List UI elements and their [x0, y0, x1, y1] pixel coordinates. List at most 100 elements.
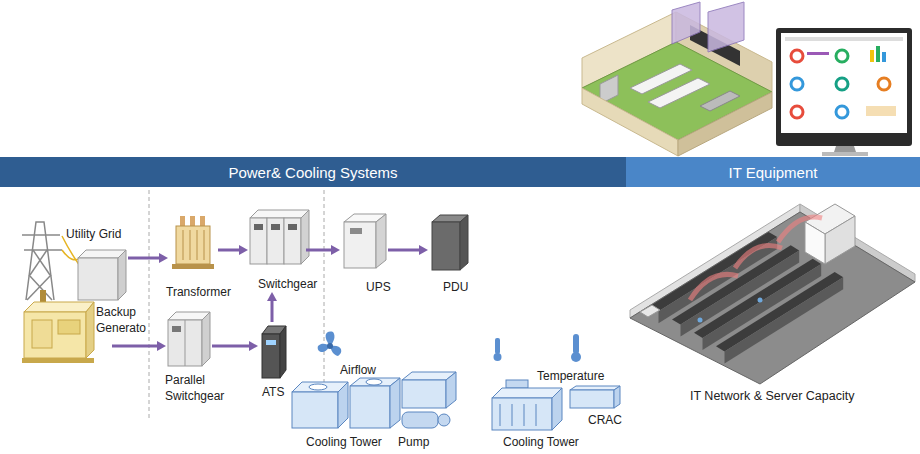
equipment-node: Parallel Switchgear	[166, 310, 212, 366]
flow-arrow	[267, 292, 277, 322]
tower-side	[552, 388, 562, 430]
tower-fan	[366, 379, 382, 385]
pylon-brace	[30, 250, 47, 275]
pylon-arm	[24, 249, 62, 251]
bushing	[200, 216, 205, 226]
separator-line	[149, 190, 150, 420]
part-label: Cooling Tower	[306, 434, 382, 450]
cabinet	[168, 320, 202, 366]
person	[758, 298, 763, 303]
crac-top	[570, 386, 620, 390]
rack-row	[716, 272, 843, 351]
section-band: IT Equipment	[626, 157, 920, 187]
cabinet-seam	[185, 320, 186, 366]
tower-louver	[512, 404, 513, 426]
equipment-node: PDU	[428, 214, 472, 270]
flow-arrow	[128, 253, 168, 263]
node-label: ATS	[262, 384, 284, 400]
pump-motor	[438, 414, 450, 426]
pylon-arm	[22, 234, 60, 236]
arrow-head	[159, 253, 168, 263]
node-label: Switchgear	[258, 276, 317, 292]
cabinet-side	[202, 312, 210, 366]
fin	[197, 230, 198, 260]
crac-side	[614, 386, 620, 408]
arrow-shaft	[112, 345, 158, 348]
generator-panel	[32, 320, 52, 348]
arrow-shaft	[212, 345, 250, 348]
gauge	[836, 78, 848, 90]
monitor-screen	[781, 33, 907, 133]
tower-louver	[500, 404, 501, 426]
cabinet-panel	[254, 224, 263, 230]
airflow-arc	[735, 246, 782, 269]
thermometer	[494, 334, 582, 362]
node-label: PDU	[443, 279, 468, 295]
fin	[204, 230, 205, 260]
part-label: Temperature	[537, 368, 604, 384]
rack-row	[725, 277, 844, 363]
cooling-tower	[350, 386, 390, 428]
gauge	[836, 106, 848, 118]
flow-arrow	[388, 245, 428, 255]
node-label: UPS	[366, 279, 391, 295]
monitor-stand	[834, 146, 856, 152]
tower-side	[390, 378, 400, 428]
generator-top	[24, 302, 94, 312]
cabinet	[267, 218, 284, 264]
fan-hub	[327, 343, 333, 349]
person	[698, 318, 703, 323]
band-title: IT Equipment	[729, 164, 818, 181]
part-label: IT Network & Server Capacity	[690, 388, 854, 404]
tower-side	[338, 382, 348, 428]
bar	[882, 52, 886, 62]
ups-panel	[350, 228, 362, 234]
arrow-head	[267, 292, 277, 301]
floating-panel	[708, 2, 744, 52]
equipment-node: Switchgear	[248, 206, 306, 292]
equipment-node: Backup Generato	[22, 290, 112, 364]
pdu	[432, 222, 460, 270]
hall-floor	[630, 212, 915, 384]
fan-icon	[318, 332, 342, 356]
arrow-shaft	[388, 249, 420, 252]
generator-base	[22, 358, 94, 363]
bar	[866, 106, 896, 116]
cabinet	[284, 218, 301, 264]
screen-header	[785, 37, 903, 41]
cooling-tower	[292, 392, 338, 428]
data-hall	[630, 204, 915, 384]
ups	[344, 222, 376, 268]
white-rack	[805, 222, 825, 264]
pylon-brace	[33, 250, 50, 275]
tower-louver	[524, 404, 525, 426]
tower-top	[492, 388, 562, 398]
airflow-arc	[690, 274, 738, 300]
equipment-node: UPS	[340, 212, 388, 268]
arrow-head	[331, 245, 340, 255]
room-floor	[582, 42, 772, 140]
pylon-brace	[27, 275, 51, 300]
arrow-shaft	[306, 249, 332, 252]
generator	[24, 312, 86, 358]
pdu-side	[460, 215, 468, 270]
ats-display	[266, 340, 276, 345]
gauge	[791, 78, 803, 90]
node-label: Utility Grid	[66, 226, 121, 242]
flow-arrow	[212, 341, 258, 351]
thermometer-bulb	[571, 352, 581, 362]
exhaust	[40, 290, 46, 302]
bar	[870, 50, 874, 62]
pylon	[26, 222, 54, 300]
ats-side	[280, 326, 286, 378]
cabinet-panel	[288, 224, 297, 230]
bar	[807, 52, 829, 55]
chiller-side	[446, 372, 456, 408]
bushing	[180, 216, 185, 226]
generator-side	[86, 302, 94, 358]
monitor-bezel	[776, 28, 912, 146]
fin	[190, 230, 191, 260]
